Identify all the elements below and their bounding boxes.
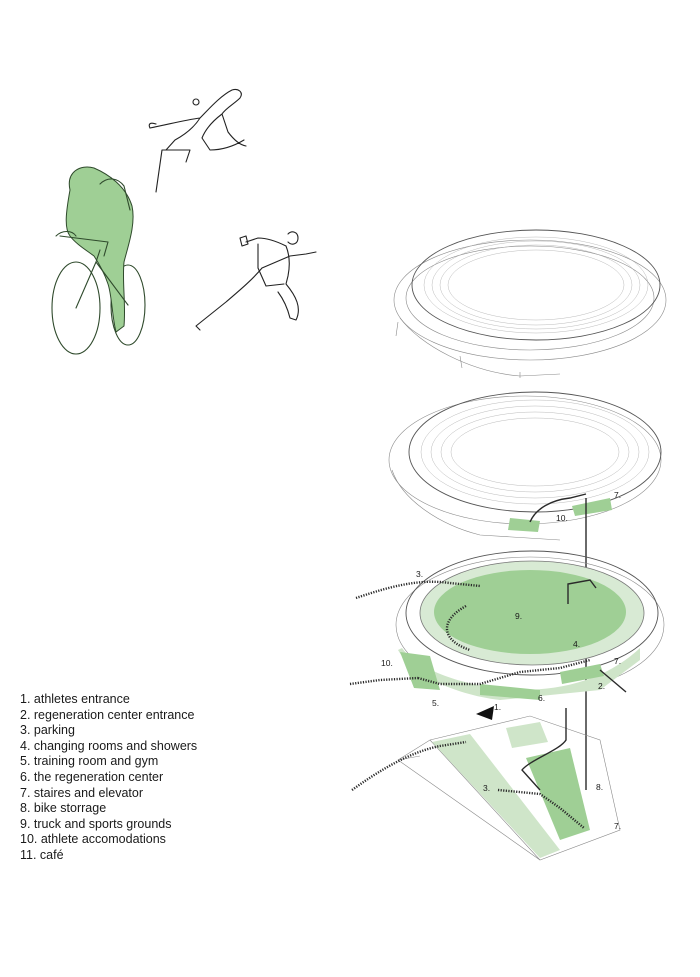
legend-item: 4. changing rooms and showers — [20, 738, 198, 753]
legend-item: 9. truck and sports grounds — [20, 816, 172, 831]
legend-item: 5. training room and gym — [20, 754, 159, 769]
legend-item: 10. athlete accomodations — [20, 832, 166, 847]
cyclist-figure-icon — [51, 166, 146, 355]
callout-2: 2. — [598, 681, 605, 691]
legend-item: 1. athletes entrance — [20, 692, 130, 706]
callout-7-mid: 7. — [614, 656, 621, 666]
level-roof — [393, 229, 667, 378]
legend-item: 8. bike storrage — [20, 801, 107, 816]
callout-8: 8. — [596, 782, 603, 792]
callout-7-top: 7. — [614, 490, 621, 500]
callout-5: 5. — [432, 698, 439, 708]
legend-item: 11. café — [20, 847, 64, 862]
callout-9: 9. — [515, 611, 522, 621]
legend-item: 2. regeneration center entrance — [20, 707, 195, 722]
legend-list: 1. athletes entrance 2. regeneration cen… — [20, 692, 197, 864]
callout-1: 1. — [494, 702, 501, 712]
callout-labels: 7. 10. 9. 3. 4. 7. 10. 2. 1. 5. 6. 3. 8.… — [381, 490, 621, 831]
legend-item: 3. parking — [20, 723, 75, 738]
legend-item: 7. staires and elevator — [20, 785, 143, 800]
callout-10-mid: 10. — [381, 658, 393, 668]
callout-10-top: 10. — [556, 513, 568, 523]
level-accommodation — [388, 391, 662, 790]
callout-4: 4. — [573, 639, 580, 649]
level-ground — [351, 706, 621, 861]
callout-6: 6. — [538, 693, 545, 703]
level-field — [349, 550, 665, 700]
legend-item: 6. the regeneration center — [20, 769, 164, 784]
callout-3-bottom: 3. — [483, 783, 490, 793]
callout-7-bottom: 7. — [614, 821, 621, 831]
runner-figure-icon — [195, 231, 317, 331]
hurdler-figure-icon — [148, 88, 247, 193]
callout-3-top: 3. — [416, 569, 423, 579]
